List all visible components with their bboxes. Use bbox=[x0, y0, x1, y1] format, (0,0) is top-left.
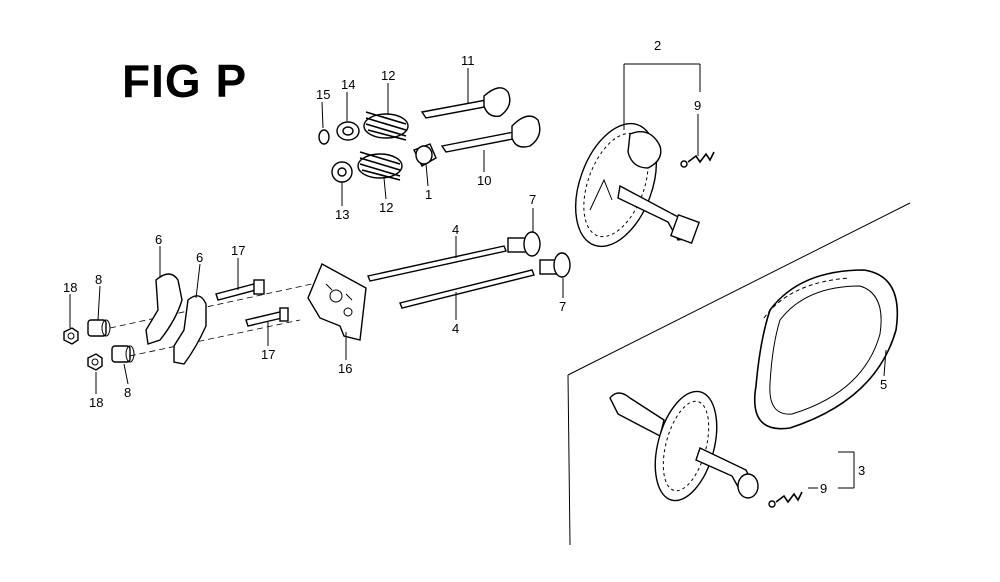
part-10-valve bbox=[440, 115, 541, 153]
callout-9-upper: 9 bbox=[694, 98, 701, 113]
callout-16: 16 bbox=[338, 361, 352, 376]
callout-7-upper: 7 bbox=[529, 192, 536, 207]
leader-lines bbox=[69, 63, 887, 489]
callout-12-lower: 12 bbox=[379, 200, 393, 215]
part-8-upper-pivot bbox=[87, 319, 111, 337]
part-17-lower-bolt bbox=[245, 307, 289, 327]
part-1-stem-seal bbox=[413, 143, 437, 167]
part-2-camshaft-gear bbox=[575, 122, 700, 248]
callout-4-upper: 4 bbox=[452, 222, 459, 237]
part-13-retainer bbox=[331, 161, 353, 183]
part-9-lower-spring bbox=[768, 491, 803, 508]
callout-17-upper: 17 bbox=[231, 243, 245, 258]
part-11-valve bbox=[420, 87, 511, 119]
part-3-crankshaft-gear bbox=[609, 390, 759, 502]
callout-10: 10 bbox=[477, 173, 491, 188]
part-7-upper-bushing bbox=[507, 231, 541, 257]
callout-labels: 15 14 12 11 13 12 1 10 2 9 7 7 4 4 16 17… bbox=[63, 38, 887, 496]
callout-6-right: 6 bbox=[196, 250, 203, 265]
callout-7-lower: 7 bbox=[559, 299, 566, 314]
callout-6-left: 6 bbox=[155, 232, 162, 247]
part-6-upper-rocker-arm bbox=[145, 273, 183, 345]
assembly-axes bbox=[109, 279, 331, 359]
inset-frame bbox=[567, 202, 911, 546]
part-12-upper-spring bbox=[363, 111, 409, 141]
part-16-rocker-plate bbox=[307, 263, 367, 341]
part-5-timing-chain bbox=[754, 269, 899, 430]
part-4-lower-shaft bbox=[399, 269, 535, 309]
callout-1: 1 bbox=[425, 187, 432, 202]
part-17-upper-bolt bbox=[215, 279, 265, 301]
callout-14: 14 bbox=[341, 77, 355, 92]
callout-13: 13 bbox=[335, 207, 349, 222]
callout-2: 2 bbox=[654, 38, 661, 53]
part-14-retainer bbox=[336, 121, 360, 141]
part-4-upper-shaft bbox=[367, 245, 507, 282]
callout-17-lower: 17 bbox=[261, 347, 275, 362]
part-15-seal bbox=[318, 129, 330, 145]
part-7-lower-bushing bbox=[539, 252, 571, 278]
callout-3: 3 bbox=[858, 463, 865, 478]
figure-title: FIG P bbox=[122, 55, 248, 107]
callout-8-upper: 8 bbox=[95, 272, 102, 287]
callout-15: 15 bbox=[316, 87, 330, 102]
callout-5: 5 bbox=[880, 377, 887, 392]
callout-4-lower: 4 bbox=[452, 321, 459, 336]
callout-18-lower: 18 bbox=[89, 395, 103, 410]
part-8-lower-pivot bbox=[111, 345, 135, 363]
part-18-lower-nut bbox=[87, 353, 103, 371]
part-12-lower-spring bbox=[357, 151, 403, 181]
part-9-upper-spring bbox=[680, 151, 715, 168]
callout-8-lower: 8 bbox=[124, 385, 131, 400]
part-18-upper-nut bbox=[63, 327, 79, 345]
callout-18-upper: 18 bbox=[63, 280, 77, 295]
callout-9-lower: 9 bbox=[820, 481, 827, 496]
callout-11: 11 bbox=[461, 53, 475, 68]
callout-12-upper: 12 bbox=[381, 68, 395, 83]
